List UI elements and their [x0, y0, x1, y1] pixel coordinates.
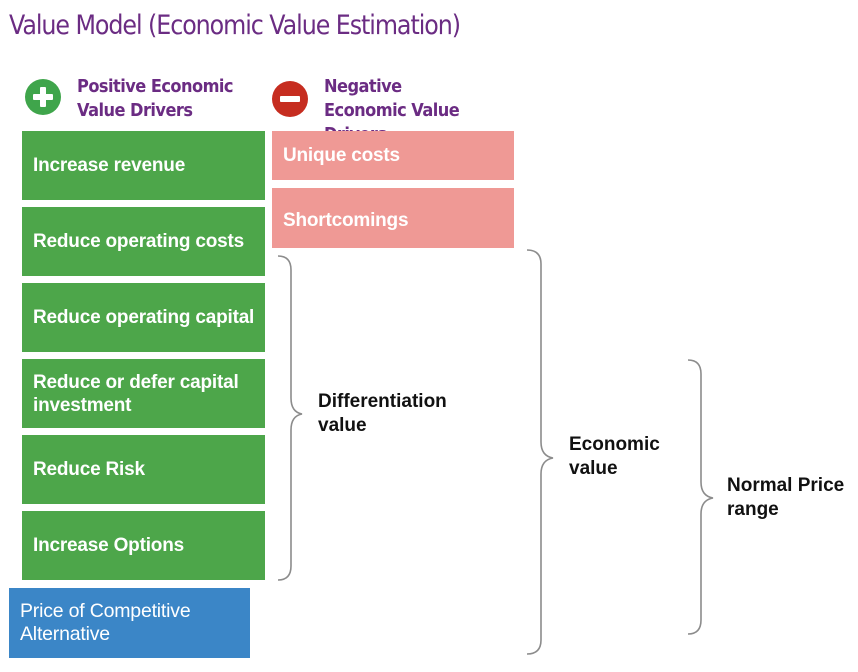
- differentiation-value-label: Differentiation value: [318, 391, 447, 436]
- competitive-alternative-box: Price of Competitive Alternative: [9, 588, 250, 658]
- plus-icon: [25, 79, 61, 115]
- page-title: Value Model (Economic Value Estimation): [9, 10, 461, 41]
- positive-driver-box: Reduce operating costs: [22, 207, 265, 276]
- positive-driver-box: Reduce or defer capital investment: [22, 359, 265, 428]
- positive-driver-box: Increase revenue: [22, 131, 265, 200]
- minus-icon: [272, 81, 308, 117]
- negative-driver-box: Unique costs: [272, 131, 514, 180]
- positive-driver-box: Reduce operating capital: [22, 283, 265, 352]
- positive-driver-box: Reduce Risk: [22, 435, 265, 504]
- positive-driver-box: Increase Options: [22, 511, 265, 580]
- price-range-brace: [687, 359, 714, 635]
- differentiation-brace: [277, 255, 303, 581]
- positive-drivers-header: Positive Economic Value Drivers: [77, 76, 234, 121]
- negative-driver-box: Shortcomings: [272, 188, 514, 248]
- economic-value-brace: [526, 249, 554, 655]
- economic-value-label: Economic value: [569, 434, 660, 479]
- normal-price-range-label: Normal Price range: [727, 475, 845, 520]
